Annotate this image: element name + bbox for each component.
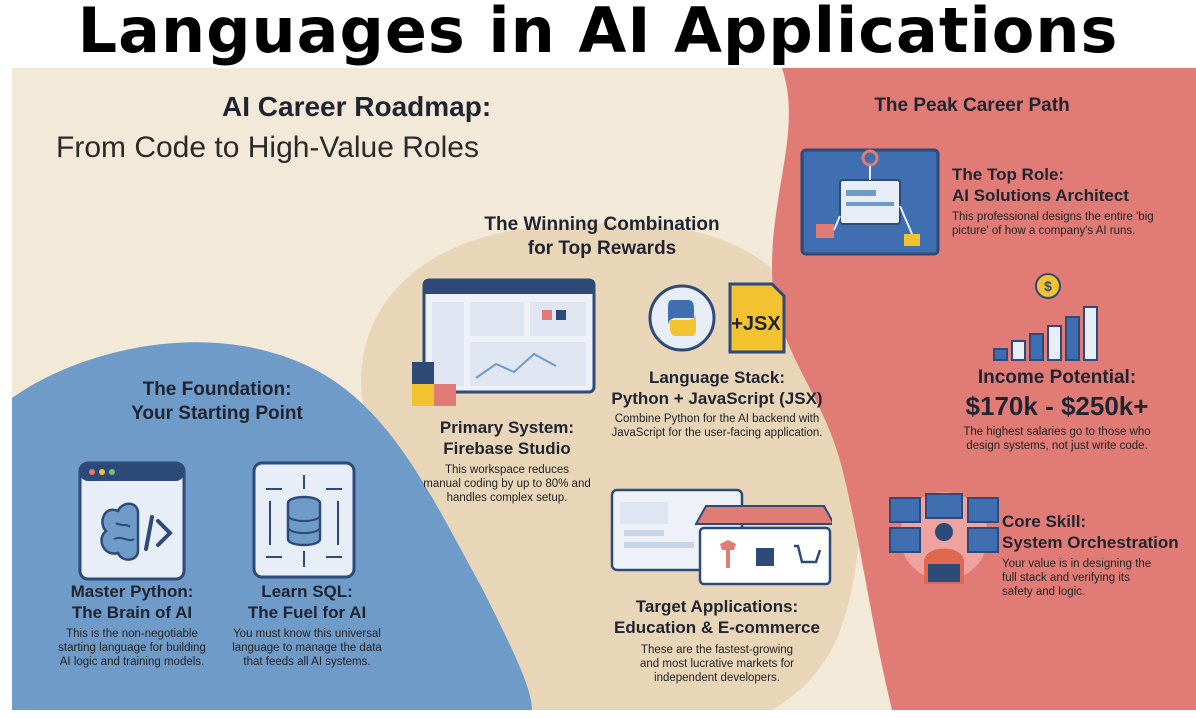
income-bars-icon: $ <box>993 273 1098 361</box>
database-icon <box>252 461 356 579</box>
income-range: $170k - $250k+ <box>965 391 1149 421</box>
stack-desc-2: JavaScript for the user-facing applicati… <box>611 427 823 439</box>
income-bar <box>1029 333 1044 361</box>
income-bar <box>1047 325 1062 361</box>
skill-desc-1: Your value is in designing the <box>1002 558 1152 570</box>
infographic-canvas: AI Career Roadmap: From Code to High-Val… <box>12 68 1196 710</box>
sql-desc-1: You must know this universal <box>233 628 381 640</box>
python-brain-icon <box>78 461 186 581</box>
python-desc-2: starting language for building <box>58 642 206 654</box>
stack-title-2: Python + JavaScript (JSX) <box>611 389 823 408</box>
python-desc-3: AI logic and training models. <box>59 656 205 668</box>
foundation-heading-2: Your Starting Point <box>131 403 303 424</box>
python-title-1: Master Python: <box>70 582 194 601</box>
python-desc-1: This is the non-negotiable <box>66 628 198 640</box>
role-desc-2: picture' of how a company's AI runs. <box>952 225 1136 237</box>
stack-desc-1: Combine Python for the AI backend with <box>614 413 820 425</box>
skill-desc-2: full stack and verifying its <box>1002 572 1130 584</box>
primary-desc-3: handles complex setup. <box>446 492 568 504</box>
primary-title-2: Firebase Studio <box>443 439 571 458</box>
income-bar <box>1011 340 1026 361</box>
skill-desc-3: safety and logic. <box>1002 586 1086 598</box>
skill-title-1: Core Skill: <box>1002 512 1087 531</box>
stack-title-1: Language Stack: <box>648 368 786 387</box>
targets-desc-2: and most lucrative markets for <box>639 658 795 670</box>
architect-blueprint-icon <box>800 148 940 256</box>
primary-desc-2: manual coding by up to 80% and <box>423 478 591 490</box>
income-bar <box>1083 306 1098 361</box>
sql-title-2: The Fuel for AI <box>247 603 367 622</box>
skill-title-2: System Orchestration <box>1002 533 1179 552</box>
role-title-2: AI Solutions Architect <box>952 186 1129 205</box>
targets-desc-3: independent developers. <box>654 672 780 684</box>
targets-title-1: Target Applications: <box>635 597 799 616</box>
income-title: Income Potential: <box>977 367 1137 388</box>
income-desc-2: design systems, not just write code. <box>966 440 1148 452</box>
python-title-2: The Brain of AI <box>71 603 193 622</box>
roadmap-subtitle: From Code to High-Value Roles <box>56 131 479 164</box>
python-jsx-icon <box>648 282 786 354</box>
targets-desc-1: These are the fastest-growing <box>640 644 794 656</box>
income-desc-1: The highest salaries go to those who <box>963 426 1151 438</box>
sql-title-1: Learn SQL: <box>261 582 353 601</box>
targets-title-2: Education & E-commerce <box>614 618 820 637</box>
winning-heading-1: The Winning Combination <box>484 214 720 235</box>
income-bar <box>1065 316 1080 361</box>
primary-desc-1: This workspace reduces <box>445 464 569 476</box>
income-bar <box>993 348 1008 361</box>
orchestration-monitors-icon <box>889 492 999 584</box>
roadmap-title: AI Career Roadmap: <box>222 91 492 122</box>
jsx-badge: +JSX <box>731 313 781 335</box>
firebase-dashboard-icon <box>412 278 596 406</box>
page-title: Languages in AI Applications <box>77 0 1119 67</box>
foundation-heading-1: The Foundation: <box>142 379 292 400</box>
role-title-1: The Top Role: <box>952 165 1065 184</box>
sql-desc-2: language to manage the data <box>232 642 382 654</box>
primary-title-1: Primary System: <box>439 418 575 437</box>
ecommerce-education-icon <box>610 488 832 586</box>
sql-desc-3: that feeds all AI systems. <box>243 656 371 668</box>
role-desc-1: This professional designs the entire 'bi… <box>952 211 1154 223</box>
svg-text:$: $ <box>1044 278 1052 294</box>
peak-heading: The Peak Career Path <box>874 95 1070 116</box>
winning-heading-2: for Top Rewards <box>527 238 677 259</box>
